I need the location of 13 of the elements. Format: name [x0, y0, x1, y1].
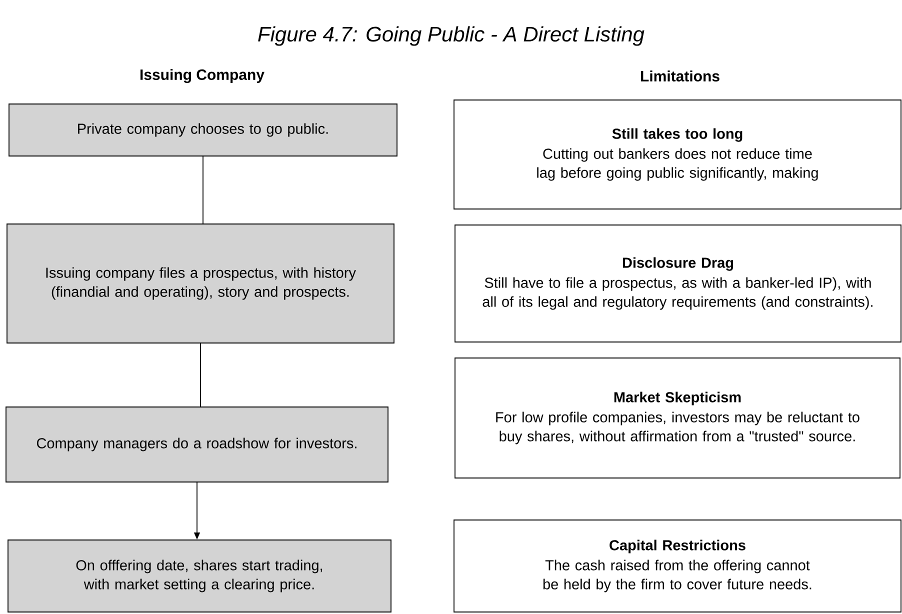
connector: [202, 156, 204, 224]
limitation-box: Market Skepticism For low profile companies, investors may be reluctant to buy shares, without affirmation from a "trusted" source.: [454, 358, 900, 478]
connector: [200, 343, 201, 407]
step-box: Company managers do a roadshow for investors.: [6, 406, 388, 482]
column-heading: Issuing Company: [140, 68, 264, 84]
step-box: On offfering date, shares start trading, with market setting a clearing price.: [8, 540, 392, 612]
step-box: Issuing company files a prospectus, with history (finandial and operating), story and prospects.: [6, 224, 394, 344]
limitation-box: Disclosure Drag Still have to file a prospectus, as with a banker-led IP), with all of its legal and regulatory requirements (and constraints).: [454, 224, 902, 342]
limitation-box: Still takes too long Cutting out bankers does not reduce time lag before going public significantly, making: [454, 100, 902, 210]
limitation-box: Capital Restrictions The cash raised from the offering cannot be held by the firm to cover future needs.: [454, 520, 902, 612]
column-heading: Limitations: [641, 70, 720, 82]
title: Figure 4.7: Going Public - A Direct Listing: [258, 26, 644, 46]
step-box: Private company chooses to go public.: [8, 104, 398, 156]
